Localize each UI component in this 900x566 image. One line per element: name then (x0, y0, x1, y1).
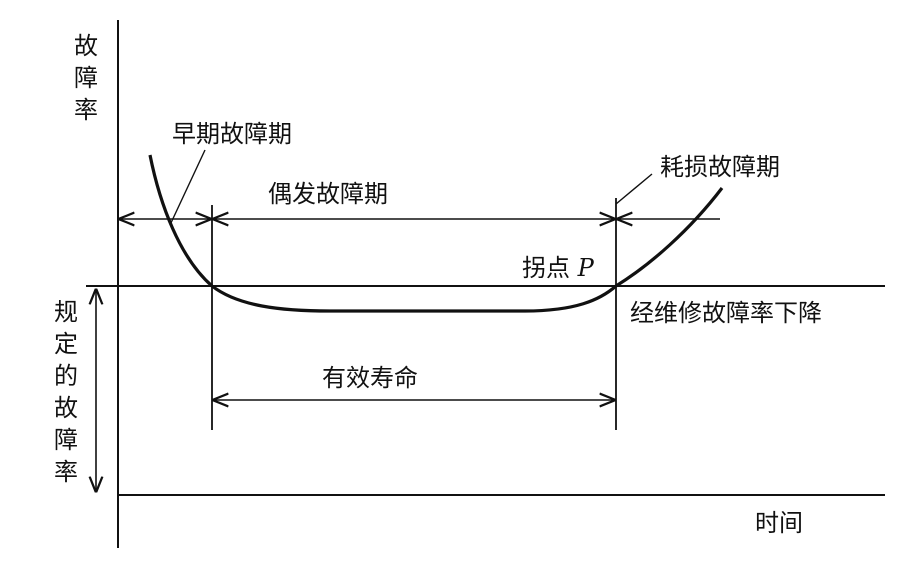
useful-life-label: 有效寿命 (322, 364, 418, 392)
specified-rate-label: 规定的故障率 (54, 298, 78, 486)
early-label-leader (169, 149, 206, 226)
wearout-failure-label: 耗损故障期 (660, 153, 780, 181)
maintenance-drop-label: 经维修故障率下降 (630, 299, 822, 327)
inflection-text: 拐点 (522, 254, 570, 282)
early-failure-label: 早期故障期 (172, 120, 292, 148)
x-axis-label: 时间 (755, 509, 803, 537)
inflection-symbol: P (577, 254, 594, 282)
bathtub-curve (148, 154, 724, 313)
inflection-point-label: 拐点 P (522, 254, 594, 282)
random-failure-label: 偶发故障期 (268, 180, 388, 208)
wearout-label-leader (615, 173, 653, 205)
y-axis-label: 故障率 (74, 32, 98, 124)
